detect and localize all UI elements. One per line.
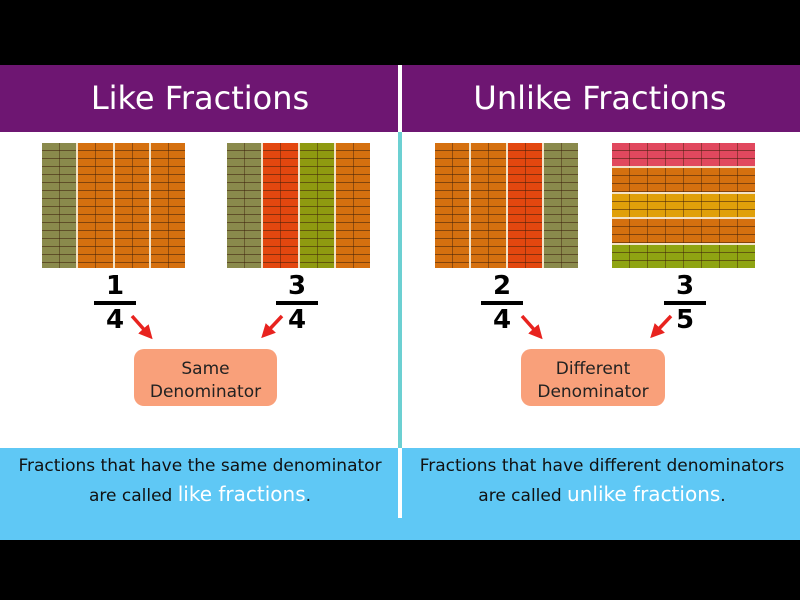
caption-highlight: like fractions <box>177 482 306 506</box>
arrow-icon <box>650 314 673 339</box>
denominator: 4 <box>105 305 125 335</box>
numerator: 3 <box>675 271 695 301</box>
denominator: 4 <box>492 305 512 335</box>
unlike-caption: Fractions that have different denominato… <box>402 452 800 510</box>
caption-text: are called <box>478 486 568 506</box>
box-line: Different <box>555 359 631 379</box>
caption-text: . <box>305 486 312 506</box>
arrow-icon <box>130 314 153 340</box>
like-caption: Fractions that have the same denominator… <box>0 452 400 510</box>
numerator: 1 <box>105 271 125 301</box>
brick-wall-3-4 <box>227 143 370 268</box>
unlike-fractions-title: Unlike Fractions <box>473 79 727 117</box>
brick-wall-3-5 <box>612 143 755 269</box>
arrow-icon <box>261 314 284 339</box>
like-fractions-title: Like Fractions <box>90 79 310 117</box>
divider <box>398 65 402 518</box>
numerator: 2 <box>492 271 512 301</box>
caption-line: Fractions that have different denominato… <box>419 456 785 476</box>
box-line: Denominator <box>149 382 262 402</box>
box-line: Denominator <box>537 382 649 402</box>
caption-text: . <box>720 486 726 506</box>
box-line: Same <box>181 359 230 379</box>
brick-wall-2-4 <box>435 143 578 268</box>
brick-wall-1-4 <box>42 143 185 268</box>
caption-highlight: unlike fractions <box>567 482 721 506</box>
caption-line: Fractions that have the same denominator <box>18 456 382 476</box>
denominator: 4 <box>287 305 307 335</box>
caption-text: are called <box>88 486 178 506</box>
numerator: 3 <box>287 271 307 301</box>
arrow-icon <box>520 314 543 340</box>
denominator: 5 <box>675 305 695 335</box>
